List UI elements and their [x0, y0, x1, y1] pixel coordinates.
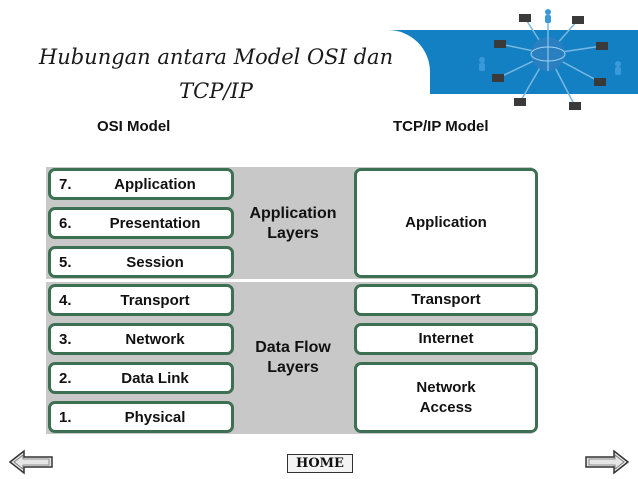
tcpip-layer-network-access-line-1: Network	[416, 378, 476, 396]
tcpip-layer-internet: Internet	[354, 323, 538, 355]
osi-layer-name: Physical	[124, 408, 186, 426]
osi-layer-name: Network	[125, 330, 185, 348]
osi-layer-application: 7. Application	[48, 168, 234, 200]
osi-layer-data-link: 2. Data Link	[48, 362, 234, 394]
slide-title-line-2: TCP/IP	[179, 79, 253, 103]
tcpip-layer-application: Application	[354, 168, 538, 278]
osi-layer-number: 2.	[59, 369, 72, 387]
osi-layer-number: 1.	[59, 408, 72, 426]
osi-layer-number: 4.	[59, 291, 72, 309]
osi-model-heading: OSI Model	[97, 118, 171, 135]
osi-layer-name: Application	[114, 175, 196, 193]
tcpip-layer-network-access-line-2: Access	[419, 398, 473, 416]
slide-title-line-1: Hubungan antara Model OSI dan	[38, 45, 394, 69]
osi-layer-session: 5. Session	[48, 246, 234, 278]
osi-layer-number: 7.	[59, 175, 72, 193]
osi-layer-number: 3.	[59, 330, 72, 348]
osi-layer-name: Data Link	[121, 369, 189, 387]
osi-layer-name: Session	[126, 253, 184, 271]
right-arrow-icon[interactable]	[584, 449, 630, 475]
osi-layer-network: 3. Network	[48, 323, 234, 355]
application-layers-label-line-1: Application	[249, 205, 337, 222]
application-layers-label: Application Layers	[236, 204, 350, 244]
osi-layer-physical: 1. Physical	[48, 401, 234, 433]
network-globe-icon	[479, 9, 621, 110]
application-layers-label-line-2: Layers	[267, 225, 319, 242]
osi-layer-number: 6.	[59, 214, 72, 232]
left-arrow-icon[interactable]	[8, 449, 54, 475]
osi-layer-presentation: 6. Presentation	[48, 207, 234, 239]
tcpip-layer-transport: Transport	[354, 284, 538, 316]
osi-layer-name: Presentation	[109, 214, 201, 232]
data-flow-layers-label-line-2: Layers	[267, 359, 319, 376]
tcpip-layer-network-access: Network Access	[354, 362, 538, 433]
osi-layer-name: Transport	[120, 291, 190, 309]
slide-title: Hubungan antara Model OSI dan TCP/IP	[8, 40, 424, 108]
tcpip-model-heading: TCP/IP Model	[393, 118, 489, 135]
osi-layer-transport: 4. Transport	[48, 284, 234, 316]
osi-layer-number: 5.	[59, 253, 72, 271]
home-button[interactable]: HOME	[287, 454, 353, 473]
data-flow-layers-label: Data Flow Layers	[236, 338, 350, 378]
title-box	[0, 30, 430, 112]
data-flow-layers-label-line-1: Data Flow	[255, 339, 331, 356]
